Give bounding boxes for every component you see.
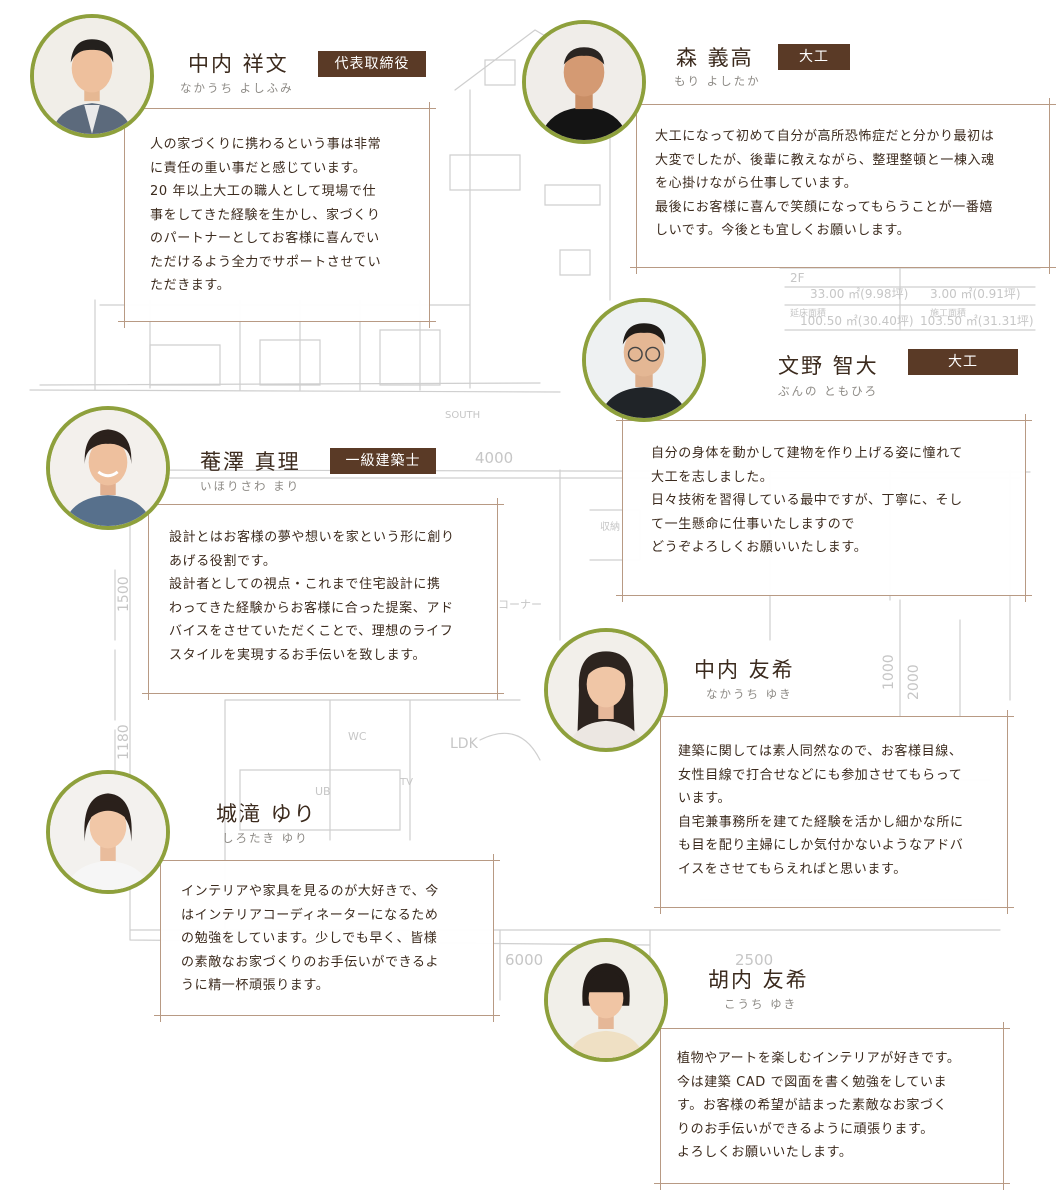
sketch-area-3: 100.50 ㎡(30.40坪) — [800, 314, 914, 328]
sketch-area-label-2: 施工面積 — [930, 307, 966, 319]
bio-card: 大工になって初めて自分が高所恐怖症だと分かり最初は 大変でしたが、後輩に教えなが… — [630, 98, 1056, 274]
avatar — [582, 298, 706, 422]
avatar — [544, 938, 668, 1062]
sketch-dim-6000: 6000 — [505, 951, 543, 969]
bio-text: 自分の身体を動かして建物を作り上げる姿に憧れて 大工を志しました。 日々技術を習… — [651, 446, 964, 555]
sketch-shuno: 収納 — [600, 520, 620, 533]
member-name: 森 義高 — [676, 46, 754, 70]
sketch-dim-1500: 1500 — [116, 576, 132, 612]
sketch-dim-1000: 1000 — [881, 654, 897, 690]
sketch-tv: TV — [399, 777, 413, 788]
sketch-dim-4000: 4000 — [475, 449, 513, 467]
sketch-corner: コーナー — [498, 598, 542, 611]
role-badge: 大工 — [778, 44, 850, 70]
sketch-dim-2000: 2000 — [906, 664, 922, 700]
member-name: 文野 智大 — [778, 354, 879, 378]
avatar — [30, 14, 154, 138]
sketch-ldk: LDK — [450, 736, 479, 752]
avatar — [544, 628, 668, 752]
sketch-wc: WC — [348, 730, 367, 743]
sketch-ub: UB — [315, 785, 331, 798]
member-kana: ぶんの ともひろ — [778, 384, 879, 398]
avatar — [46, 770, 170, 894]
member-kana: こうち ゆき — [724, 997, 798, 1011]
bio-card: 自分の身体を動かして建物を作り上げる姿に憧れて 大工を志しました。 日々技術を習… — [616, 414, 1032, 602]
bio-card: インテリアや家具を見るのが大好きで、今 はインテリアコーディネーターになるため … — [154, 854, 500, 1022]
role-badge: 代表取締役 — [318, 51, 426, 77]
sketch-south: SOUTH — [445, 410, 480, 421]
bio-text: 植物やアートを楽しむインテリアが好きです。 今は建築 CAD で図面を書く勉強を… — [677, 1051, 961, 1160]
bio-text: 建築に関しては素人同然なので、お客様目線、 女性目線で打合せなどにも参加させても… — [678, 744, 964, 877]
avatar — [46, 406, 170, 530]
avatar — [522, 20, 646, 144]
sketch-area-2f: 2F — [790, 271, 805, 285]
member-name: 菴澤 真理 — [200, 450, 301, 474]
sketch-area-2: 3.00 ㎡(0.91坪) — [930, 287, 1021, 301]
bio-text: インテリアや家具を見るのが大好きで、今 はインテリアコーディネーターになるため … — [181, 884, 440, 993]
member-kana: いほりさわ まり — [200, 479, 301, 493]
member-name: 城滝 ゆり — [216, 802, 317, 826]
role-badge: 一級建築士 — [330, 448, 436, 474]
member-name: 中内 祥文 — [188, 52, 289, 76]
bio-text: 設計とはお客様の夢や想いを家という形に創り あげる役割です。 設計者としての視点… — [169, 530, 455, 663]
bio-text: 人の家づくりに携わるという事は非常 に責任の重い事だと感じています。 20 年以… — [150, 137, 382, 293]
sketch-dim-2500: 2500 — [735, 951, 773, 969]
bio-card: 建築に関しては素人同然なので、お客様目線、 女性目線で打合せなどにも参加させても… — [654, 710, 1014, 914]
sketch-area-1: 33.00 ㎡(9.98坪) — [810, 287, 908, 301]
bio-card: 人の家づくりに携わるという事は非常 に責任の重い事だと感じています。 20 年以… — [118, 102, 436, 328]
member-kana: もり よしたか — [674, 74, 761, 88]
bio-card: 植物やアートを楽しむインテリアが好きです。 今は建築 CAD で図面を書く勉強を… — [654, 1022, 1010, 1190]
member-kana: なかうち ゆき — [706, 687, 793, 701]
sketch-dim-1180: 1180 — [116, 724, 132, 760]
bio-card: 設計とはお客様の夢や想いを家という形に創り あげる役割です。 設計者としての視点… — [142, 498, 504, 700]
sketch-area-label-1: 延床面積 — [790, 307, 826, 319]
bio-text: 大工になって初めて自分が高所恐怖症だと分かり最初は 大変でしたが、後輩に教えなが… — [655, 129, 995, 238]
member-name: 胡内 友希 — [708, 968, 809, 992]
member-name: 中内 友希 — [694, 658, 795, 682]
member-kana: なかうち よしふみ — [180, 81, 294, 95]
member-kana: しろたき ゆり — [222, 831, 309, 845]
sketch-area-4: 103.50 ㎡(31.31坪) — [920, 314, 1034, 328]
role-badge: 大工 — [908, 349, 1018, 375]
